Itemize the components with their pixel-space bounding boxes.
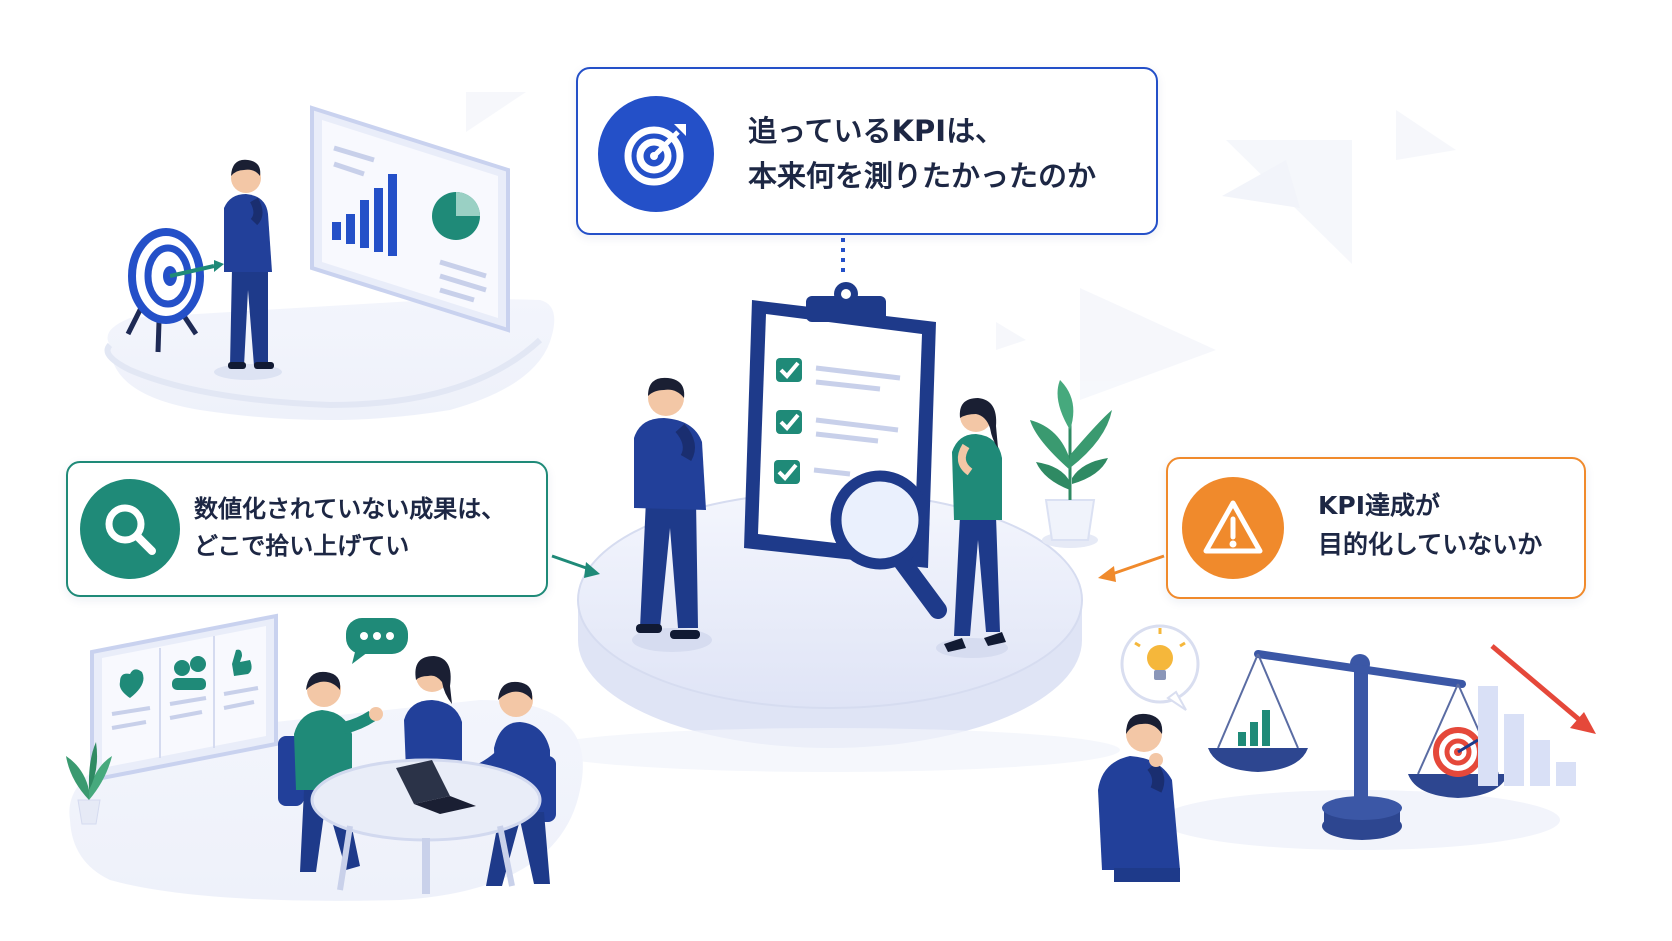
small-plant-icon [66,742,112,825]
meeting-woman [404,656,462,770]
callout-line-1: KPI達成が [1318,491,1440,520]
callout-kpi-goal-warning-text: KPI達成が 目的化していないか [1318,487,1542,565]
lightbulb-icon [1120,624,1200,711]
speech-bubble-icon [346,618,408,664]
callout-unquantified-results: 数値化されていない成果は、 どこで拾い上げてい [66,461,548,597]
laptop-icon [396,760,476,814]
warning-icon [1182,477,1284,579]
magnifier-icon [80,479,180,579]
target-arrow-icon [598,96,714,212]
whiteboard-icon [90,613,278,783]
dashboard-scene [104,105,555,420]
callout-kpi-purpose: 追っているKPIは、 本来何を測りたかったのか [576,67,1158,235]
dashboard-board-icon [310,105,510,333]
target-icon [125,228,224,353]
callout-line-2: 本来何を測りたかったのか [748,158,1097,193]
callout-kpi-purpose-text: 追っているKPIは、 本来何を測りたかったのか [748,109,1096,199]
thinking-man-figure [214,159,282,380]
center-man-figure [632,377,712,652]
declining-bar-chart-icon [1478,644,1596,786]
potted-plant-icon [1030,380,1112,548]
balance-scale-icon [1208,650,1508,840]
left-arrow-icon [551,554,600,578]
callout-line-2: 目的化していないか [1318,529,1543,559]
balance-scene [1098,624,1596,882]
magnifier-large-icon [830,470,947,619]
callout-line-1: 追っているKPIは、 [748,114,1005,148]
callout-line-2: どこで拾い上げてい [194,532,410,561]
callout-line-1: 数値化されていない成果は、 [194,495,506,523]
pondering-man-figure [1098,713,1180,882]
meeting-scene [66,613,583,901]
background-triangles [466,92,1456,400]
center-woman-figure [936,398,1008,658]
right-arrow-icon [1098,554,1165,582]
callout-kpi-goal-warning: KPI達成が 目的化していないか [1166,457,1586,599]
callout-unquantified-results-text: 数値化されていない成果は、 どこで拾い上げてい [194,491,505,565]
